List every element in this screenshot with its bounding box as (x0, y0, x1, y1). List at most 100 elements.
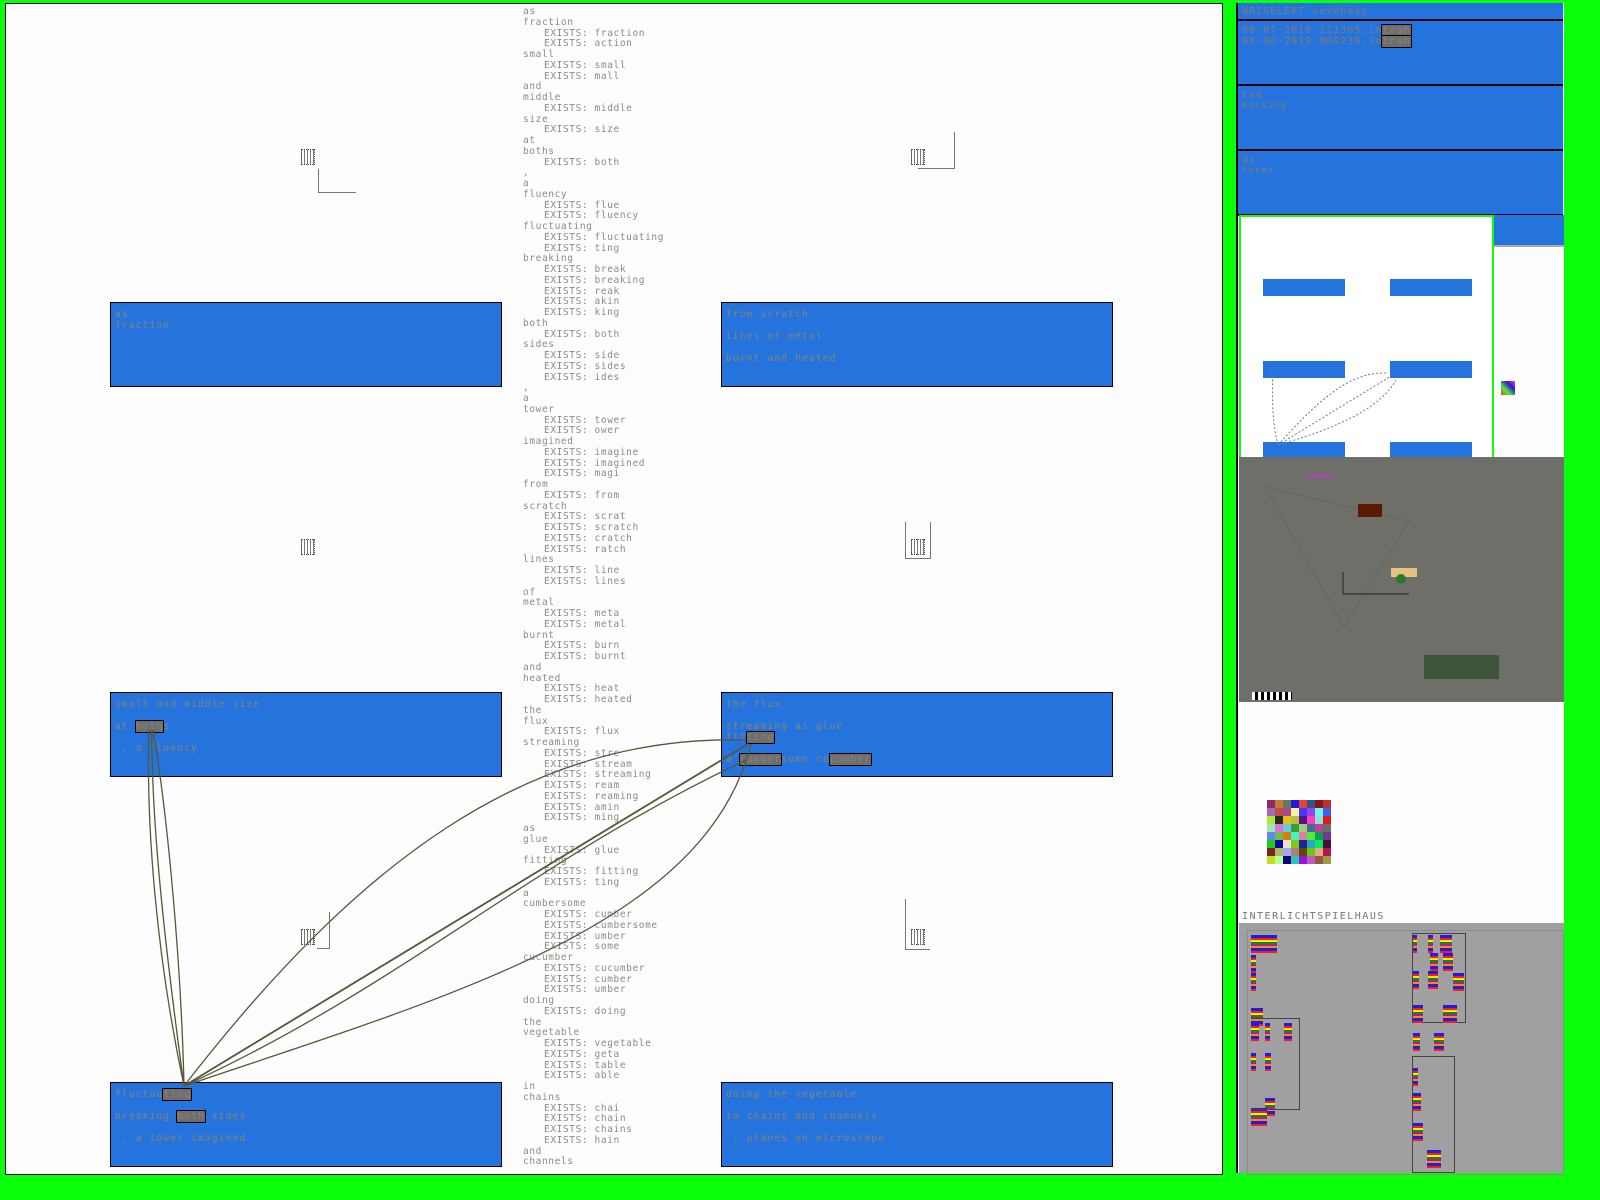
minimap-secondary[interactable] (1494, 215, 1564, 247)
box-line: burnt and heated (726, 353, 837, 364)
highlighted-word[interactable]: both (176, 1110, 206, 1123)
exists-entry: EXISTS: imagine (544, 446, 639, 458)
palette-swatch[interactable] (1267, 832, 1275, 840)
palette-swatch[interactable] (1307, 832, 1315, 840)
palette-swatch[interactable] (1283, 816, 1291, 824)
palette-swatch[interactable] (1299, 848, 1307, 856)
exists-entry: EXISTS: umber (544, 984, 627, 996)
mini-palette-icon (1501, 381, 1515, 395)
palette-swatch[interactable] (1291, 832, 1299, 840)
box-line: fluctuating (115, 1088, 193, 1101)
palette-swatch[interactable] (1283, 848, 1291, 856)
palette-swatch[interactable] (1267, 824, 1275, 832)
palette-swatch[interactable] (1267, 800, 1275, 808)
palette-swatch[interactable] (1291, 840, 1299, 848)
palette-swatch[interactable] (1307, 800, 1315, 808)
palette-swatch[interactable] (1323, 808, 1331, 816)
color-palette[interactable] (1267, 800, 1331, 864)
palette-swatch[interactable] (1267, 856, 1275, 864)
palette-swatch[interactable] (1267, 848, 1275, 856)
palette-swatch[interactable] (1307, 808, 1315, 816)
palette-swatch[interactable] (1283, 824, 1291, 832)
highlighted-word[interactable]: ting (745, 731, 776, 744)
palette-swatch[interactable] (1291, 856, 1299, 864)
palette-swatch[interactable] (1323, 832, 1331, 840)
palette-swatch[interactable] (1283, 832, 1291, 840)
palette-swatch[interactable] (1299, 800, 1307, 808)
palette-swatch[interactable] (1315, 840, 1323, 848)
palette-swatch[interactable] (1275, 840, 1283, 848)
palette-swatch[interactable] (1283, 840, 1291, 848)
stack-item (1251, 1053, 1256, 1071)
word-entry: fluency (523, 188, 568, 200)
word-entry: streaming (523, 737, 580, 748)
stack-item (1413, 1033, 1420, 1051)
palette-swatch[interactable] (1299, 840, 1307, 848)
corner-line (918, 132, 955, 169)
palette-swatch[interactable] (1283, 808, 1291, 816)
palette-swatch[interactable] (1275, 856, 1283, 864)
stack-item (1430, 953, 1438, 971)
palette-swatch[interactable] (1315, 800, 1323, 808)
palette-swatch[interactable] (1275, 832, 1283, 840)
palette-swatch[interactable] (1323, 824, 1331, 832)
palette-swatch[interactable] (1315, 848, 1323, 856)
palette-swatch[interactable] (1299, 824, 1307, 832)
palette-swatch[interactable] (1267, 840, 1275, 848)
palette-swatch[interactable] (1307, 848, 1315, 856)
palette-swatch[interactable] (1307, 840, 1315, 848)
box-text: fit (726, 732, 747, 743)
palette-swatch[interactable] (1315, 808, 1323, 816)
highlighted-word[interactable]: both (134, 720, 165, 733)
palette-swatch[interactable] (1315, 824, 1323, 832)
palette-swatch[interactable] (1267, 808, 1275, 816)
palette-swatch[interactable] (1323, 800, 1331, 808)
palette-swatch[interactable] (1299, 856, 1307, 864)
palette-swatch[interactable] (1323, 856, 1331, 864)
stack-view[interactable] (1239, 923, 1564, 1175)
palette-swatch[interactable] (1275, 824, 1283, 832)
palette-swatch[interactable] (1267, 816, 1275, 824)
palette-swatch[interactable] (1315, 856, 1323, 864)
palette-swatch[interactable] (1291, 816, 1299, 824)
palette-swatch[interactable] (1323, 816, 1331, 824)
scene-preview[interactable] (1239, 457, 1564, 702)
palette-swatch[interactable] (1323, 840, 1331, 848)
palette-swatch[interactable] (1299, 816, 1307, 824)
palette-swatch[interactable] (1275, 808, 1283, 816)
palette-swatch[interactable] (1291, 808, 1299, 816)
palette-swatch[interactable] (1299, 832, 1307, 840)
highlighted-word[interactable]: ting (162, 1088, 193, 1101)
palette-swatch[interactable] (1275, 800, 1283, 808)
palette-swatch[interactable] (1307, 824, 1315, 832)
file-item[interactable]: 08-08-2019-000238.intrah (1242, 35, 1412, 48)
panel-line: the (1242, 90, 1264, 101)
palette-swatch[interactable] (1307, 856, 1315, 864)
file-item[interactable]: 06-07-2019-111305.intrah (1242, 24, 1412, 37)
palette-swatch[interactable] (1275, 848, 1283, 856)
palette-swatch[interactable] (1275, 816, 1283, 824)
palette-swatch[interactable] (1291, 800, 1299, 808)
highlighted-word[interactable]: cumber (738, 753, 783, 766)
exists-entry: EXISTS: burn (544, 640, 620, 652)
minimap[interactable] (1239, 215, 1494, 459)
box-text: as (115, 309, 129, 320)
palette-swatch[interactable] (1315, 832, 1323, 840)
palette-swatch[interactable] (1291, 848, 1299, 856)
palette-swatch[interactable] (1283, 800, 1291, 808)
palette-swatch[interactable] (1307, 816, 1315, 824)
palette-swatch[interactable] (1299, 808, 1307, 816)
palette-swatch[interactable] (1291, 824, 1299, 832)
highlighted-word[interactable]: cumber (828, 753, 873, 766)
palette-swatch[interactable] (1283, 856, 1291, 864)
palette-swatch[interactable] (1323, 848, 1331, 856)
exists-entry: EXISTS: fraction (544, 27, 646, 39)
box-line: doing the vegetable (726, 1089, 857, 1100)
palette-swatch[interactable] (1315, 816, 1323, 824)
